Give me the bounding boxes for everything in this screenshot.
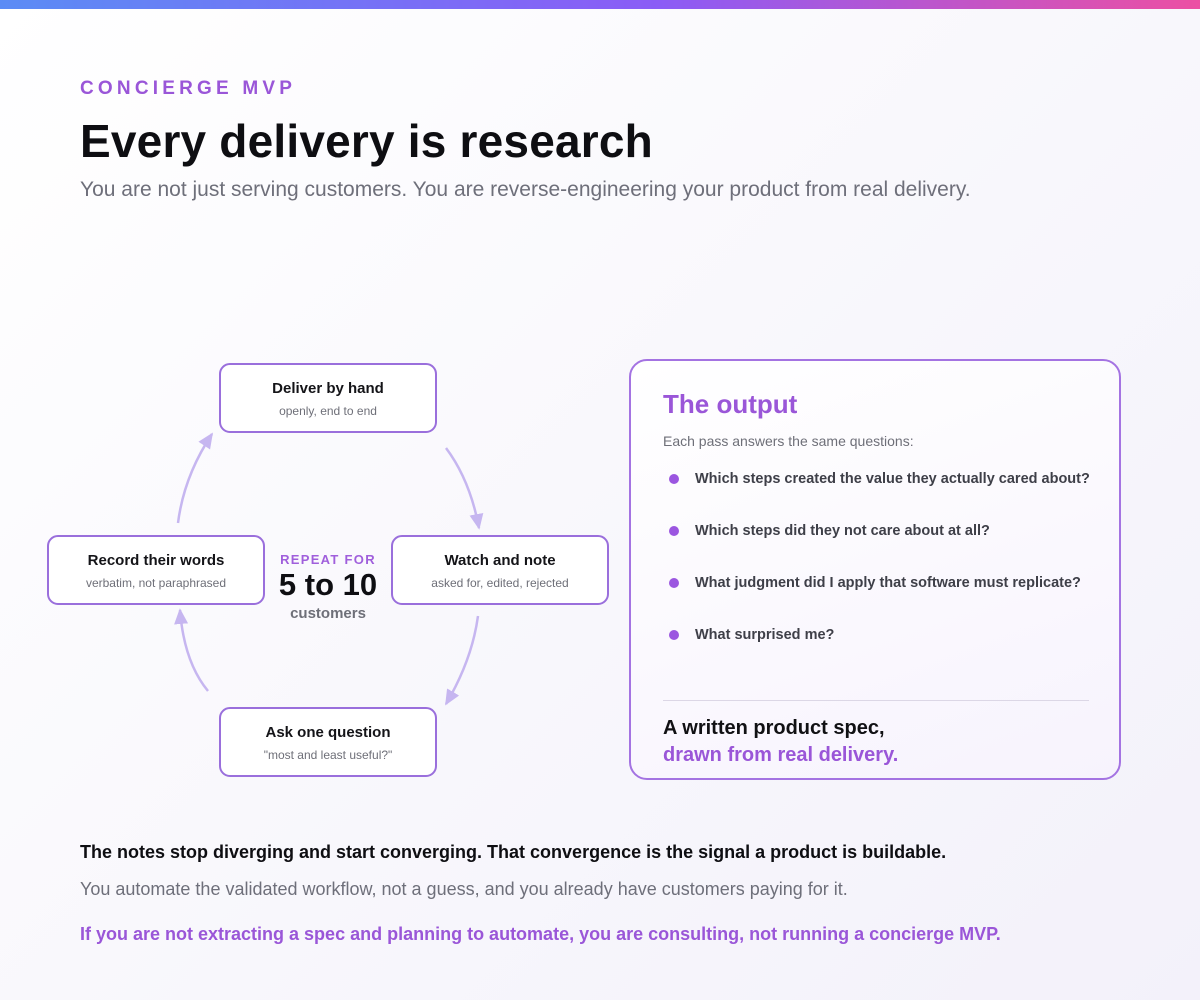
bullet-dot-icon [669, 474, 679, 484]
output-intro: Each pass answers the same questions: [663, 433, 914, 449]
question-item: Which steps did they not care about at a… [669, 523, 990, 539]
question-text: What surprised me? [695, 627, 835, 643]
cycle-step-subtitle: openly, end to end [279, 404, 377, 418]
repeat-label: REPEAT FOR [280, 552, 376, 567]
cycle-step-watch: Watch and note asked for, edited, reject… [391, 535, 609, 605]
bullet-dot-icon [669, 526, 679, 536]
question-item: Which steps created the value they actua… [669, 471, 1090, 487]
question-text: What judgment did I apply that software … [695, 575, 1081, 591]
bullet-dot-icon [669, 630, 679, 640]
conclusion-headline: The notes stop diverging and start conve… [80, 842, 947, 862]
output-result-line1: A written product spec, [663, 717, 885, 739]
output-result-line2: drawn from real delivery. [663, 744, 899, 766]
page-subtitle: You are not just serving customers. You … [80, 178, 971, 201]
page-title: Every delivery is research [80, 115, 653, 167]
cycle-step-deliver: Deliver by hand openly, end to end [219, 363, 437, 433]
conclusion-warning: If you are not extracting a spec and pla… [80, 924, 1001, 944]
cycle-step-title: Record their words [87, 552, 225, 569]
card-divider [663, 700, 1089, 701]
arrow-left-to-top [176, 432, 214, 524]
cycle-step-title: Deliver by hand [272, 380, 384, 397]
repeat-unit: customers [290, 605, 366, 622]
cycle-step-title: Ask one question [265, 724, 391, 741]
cycle-step-ask: Ask one question "most and least useful?… [219, 707, 437, 777]
cycle-center: REPEAT FOR 5 to 10 customers [268, 552, 388, 622]
cycle-step-title: Watch and note [444, 552, 556, 569]
top-gradient-bar [0, 0, 1200, 9]
cycle-step-subtitle: "most and least useful?" [263, 748, 393, 762]
arrow-bottom-to-left [174, 608, 209, 692]
eyebrow-label: CONCIERGE MVP [80, 78, 297, 99]
question-item: What surprised me? [669, 627, 834, 643]
question-item: What judgment did I apply that software … [669, 575, 1081, 591]
arrow-right-to-bottom [444, 615, 480, 706]
cycle-step-subtitle: asked for, edited, rejected [431, 576, 569, 590]
question-text: Which steps did they not care about at a… [695, 523, 990, 539]
arrow-top-to-right [444, 447, 484, 530]
bullet-dot-icon [669, 578, 679, 588]
cycle-step-record: Record their words verbatim, not paraphr… [47, 535, 265, 605]
output-card: The output Each pass answers the same qu… [629, 359, 1121, 780]
question-text: Which steps created the value they actua… [695, 471, 1090, 487]
output-title: The output [663, 389, 798, 419]
conclusion-body: You automate the validated workflow, not… [80, 879, 848, 899]
cycle-step-subtitle: verbatim, not paraphrased [85, 576, 227, 590]
repeat-count: 5 to 10 [278, 567, 378, 602]
